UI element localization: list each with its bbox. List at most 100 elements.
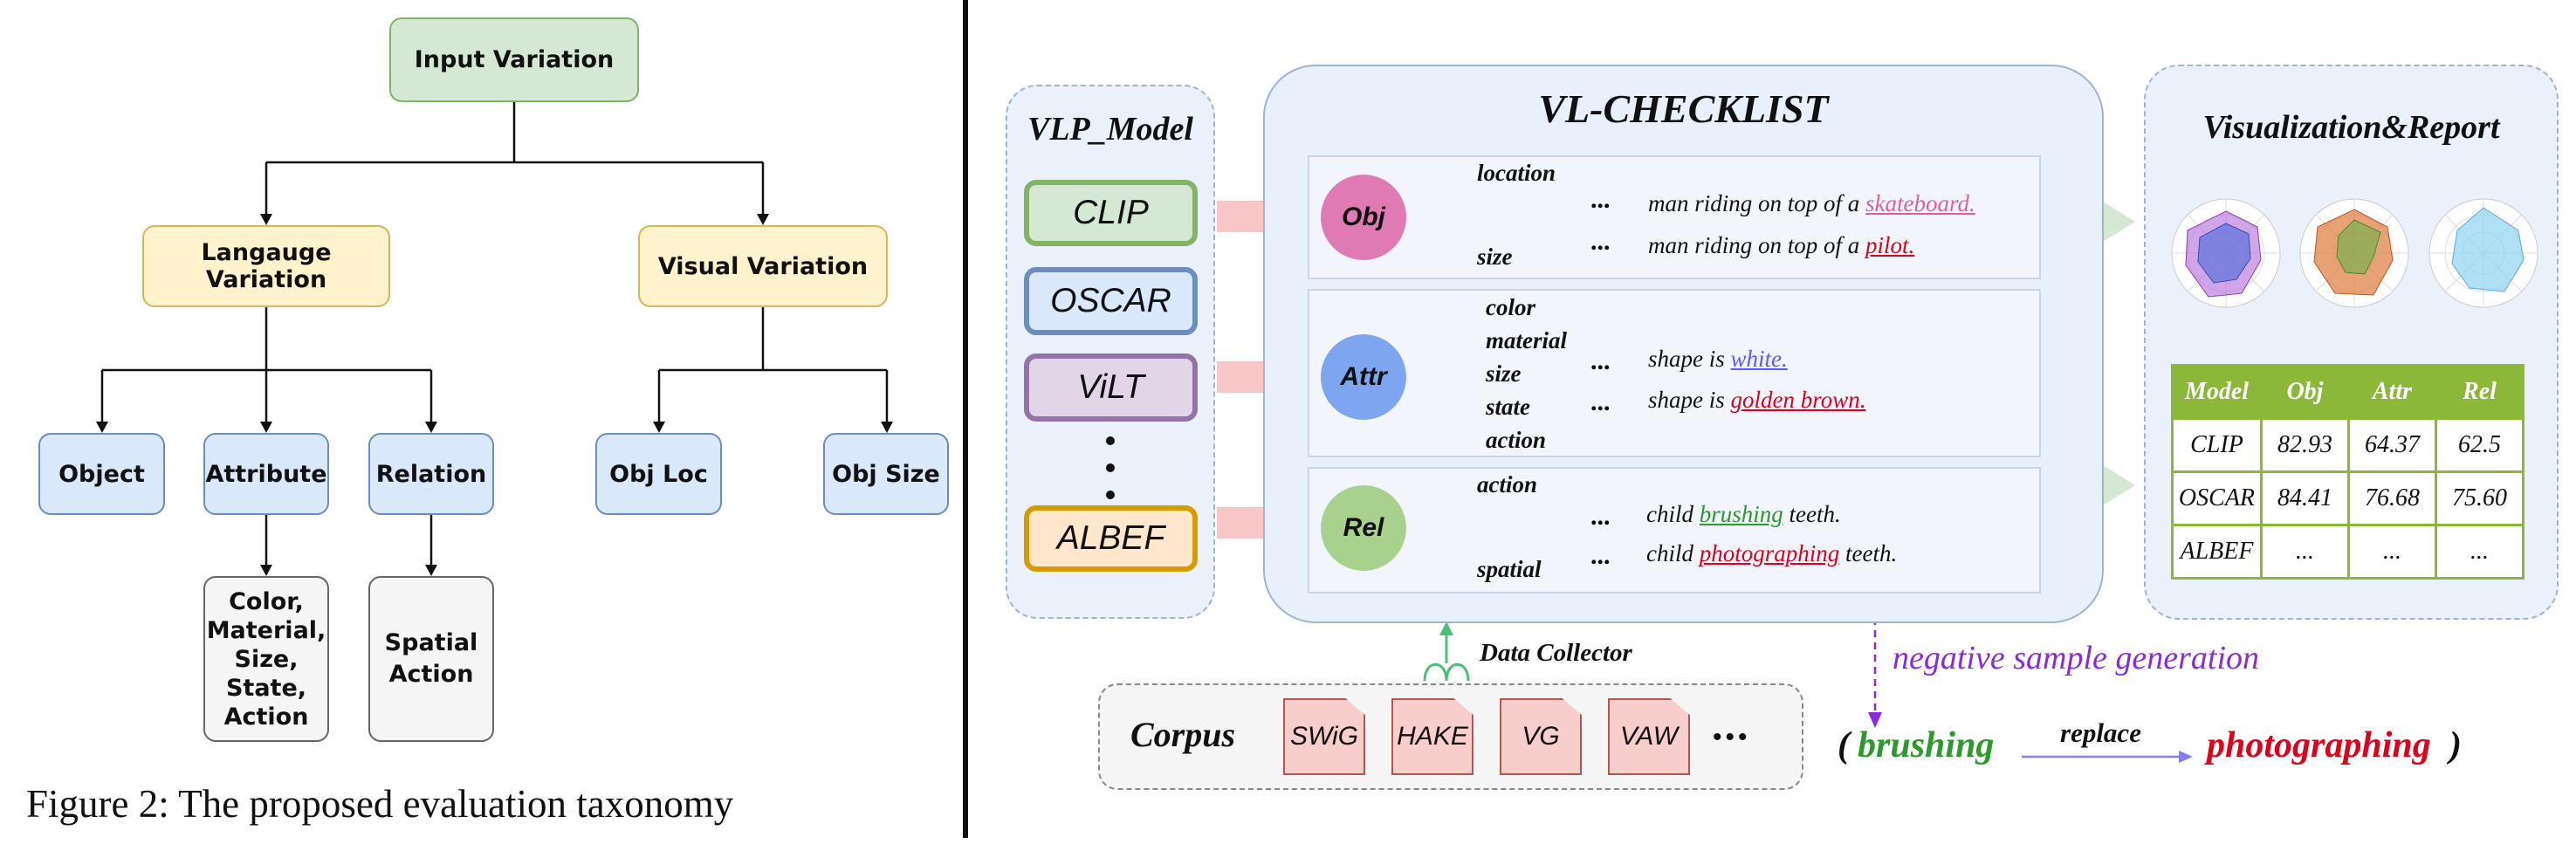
- taxonomy-connectors: [96, 102, 893, 576]
- rel-sentence-positive-word: brushing: [1699, 501, 1783, 527]
- table-cell: 64.37: [2346, 417, 2437, 473]
- rel-sentence-positive-suffix: teeth.: [1783, 501, 1841, 527]
- model-oscar-label: OSCAR: [1050, 282, 1171, 319]
- attr-branch-color: color: [1486, 294, 1535, 320]
- obj-sentence-positive: man riding on top of a skateboard.: [1648, 190, 1975, 217]
- table-cell: ...: [2346, 524, 2437, 580]
- obj-branch-size: size: [1477, 244, 1513, 270]
- obj-ellipsis-2: ...: [1590, 227, 1611, 256]
- attribute-detail-color: Color,: [229, 587, 304, 615]
- obj-branch-location: location: [1477, 160, 1556, 186]
- table-cell: 75.60: [2434, 470, 2525, 526]
- attr-section: [1308, 289, 2041, 457]
- rel-sentence-negative-word: photographing: [1699, 540, 1840, 566]
- attribute-detail-state: State,: [225, 674, 307, 702]
- dataset-vaw-label: VAW: [1619, 722, 1679, 751]
- attr-branch-material: material: [1486, 327, 1567, 353]
- input-variation-node: Input Variation: [389, 17, 639, 102]
- obj-sentence-positive-prefix: man riding on top of a: [1648, 190, 1866, 216]
- attr-circle-label: Attr: [1340, 362, 1387, 391]
- vlp-model-title: VLP_Model: [1027, 111, 1193, 148]
- obj-sentence-positive-word: skateboard.: [1865, 190, 1975, 216]
- rel-sentence-positive: child brushing teeth.: [1646, 501, 1841, 528]
- input-variation-label: Input Variation: [414, 46, 615, 73]
- radar-chart-2: [2299, 198, 2409, 308]
- dataset-swig-label: SWiG: [1289, 722, 1359, 751]
- checklist-title: VL-CHECKLIST: [1538, 86, 1829, 131]
- table-cell: 84.41: [2259, 470, 2350, 526]
- attribute-detail-action: Action: [223, 703, 309, 731]
- visual-variation-label: Visual Variation: [657, 252, 869, 280]
- object-label: Object: [58, 460, 145, 488]
- obj-size-node: Obj Size: [823, 433, 949, 515]
- object-node: Object: [38, 433, 165, 515]
- table-cell: ...: [2434, 524, 2525, 580]
- dataset-hake: HAKE: [1391, 698, 1473, 775]
- relation-node: Relation: [368, 433, 494, 515]
- obj-section: [1308, 155, 2041, 279]
- dataset-vg-label: VG: [1522, 722, 1560, 751]
- attr-sentence-negative: shape is golden brown.: [1648, 387, 1866, 414]
- obj-loc-label: Obj Loc: [609, 460, 708, 488]
- obj-size-label: Obj Size: [832, 460, 940, 488]
- model-more-dots: [1105, 436, 1116, 499]
- report-title: Visualization&Report: [2202, 109, 2500, 146]
- rel-branch-action: action: [1477, 471, 1538, 498]
- rel-circle: Rel: [1321, 485, 1406, 571]
- report-header-model: Model: [2171, 364, 2263, 420]
- attr-ellipsis-1: ...: [1590, 347, 1611, 375]
- obj-sentence-negative: man riding on top of a pilot.: [1648, 232, 1914, 259]
- table-cell: OSCAR: [2171, 470, 2263, 526]
- negative-sample-label: negative sample generation: [1893, 640, 2260, 676]
- report-header-obj: Obj: [2259, 364, 2350, 420]
- report-table: Model Obj Attr Rel CLIP 82.93 64.37 62.5…: [2171, 364, 2525, 580]
- table-row: ALBEF ... ... ...: [2171, 524, 2525, 580]
- open-paren: (: [1838, 725, 1850, 765]
- rel-circle-label: Rel: [1343, 513, 1384, 542]
- dataset-vg: VG: [1500, 698, 1582, 775]
- relation-label: Relation: [375, 460, 487, 488]
- model-albef-label: ALBEF: [1056, 519, 1165, 557]
- table-row: OSCAR 84.41 76.68 75.60: [2171, 470, 2525, 526]
- radar-charts: [2171, 198, 2538, 308]
- table-cell: 82.93: [2259, 417, 2350, 473]
- radar-chart-1: [2171, 198, 2281, 308]
- dataset-hake-label: HAKE: [1397, 722, 1468, 751]
- table-cell: 76.68: [2346, 470, 2437, 526]
- attr-sentence-positive-prefix: shape is: [1648, 346, 1731, 372]
- rel-ellipsis-2: ...: [1590, 541, 1611, 570]
- obj-sentence-negative-prefix: man riding on top of a: [1648, 232, 1866, 258]
- attr-branch-size: size: [1486, 360, 1522, 387]
- rel-sentence-negative: child photographing teeth.: [1646, 540, 1897, 567]
- attribute-detail-material: Material,: [206, 616, 326, 644]
- table-cell: ...: [2259, 524, 2350, 580]
- table-cell: CLIP: [2171, 417, 2263, 473]
- rel-sentence-negative-suffix: teeth.: [1839, 540, 1898, 566]
- attr-ellipsis-2: ...: [1590, 388, 1611, 416]
- attr-circle: Attr: [1321, 334, 1406, 420]
- relation-detail-spatial: Spatial: [384, 629, 478, 656]
- dataset-more: •••: [1713, 723, 1751, 751]
- attribute-node: Attribute: [203, 433, 329, 515]
- table-cell: ALBEF: [2171, 524, 2263, 580]
- attribute-detail-node: Color, Material, Size, State, Action: [203, 576, 329, 742]
- obj-circle: Obj: [1321, 175, 1406, 260]
- to-word: photographing: [2207, 725, 2431, 765]
- model-vilt: ViLT: [1024, 353, 1198, 422]
- data-collector-label: Data Collector: [1480, 639, 1632, 667]
- model-albef: ALBEF: [1024, 505, 1198, 572]
- obj-ellipsis-1: ...: [1590, 185, 1611, 214]
- model-oscar: OSCAR: [1024, 267, 1198, 335]
- table-row: CLIP 82.93 64.37 62.5: [2171, 417, 2525, 473]
- report-header-rel: Rel: [2434, 364, 2525, 420]
- attr-sentence-positive: shape is white.: [1648, 346, 1788, 373]
- obj-sentence-negative-word: pilot.: [1865, 232, 1915, 258]
- dataset-vaw: VAW: [1608, 698, 1690, 775]
- replace-label: replace: [2060, 717, 2141, 748]
- close-paren: ): [2449, 725, 2462, 765]
- from-word: brushing: [1858, 725, 1995, 765]
- language-variation-label: Langauge Variation: [201, 239, 332, 293]
- rel-branch-spatial: spatial: [1477, 556, 1542, 582]
- attr-branch-state: state: [1486, 394, 1530, 420]
- model-vilt-label: ViLT: [1077, 368, 1144, 406]
